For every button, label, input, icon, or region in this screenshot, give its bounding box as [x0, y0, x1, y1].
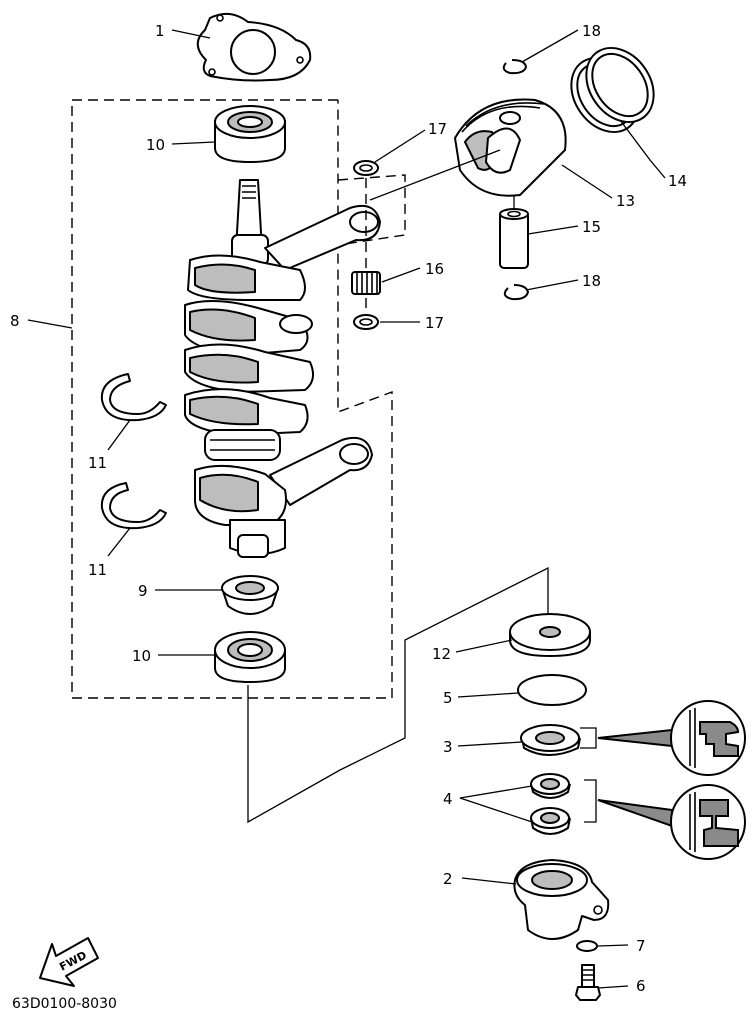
callout-17-lower: 17 [425, 314, 444, 332]
bolt-part-6 [575, 964, 601, 1001]
callout-10-lower: 10 [132, 647, 151, 665]
seal-detail-circle-3 [670, 700, 746, 776]
clip-part-18-lower [503, 284, 529, 301]
callout-7: 7 [636, 937, 646, 955]
callout-11-upper: 11 [88, 454, 107, 472]
detail-pointer-4 [597, 799, 673, 828]
callout-6: 6 [636, 977, 646, 995]
upper-bearing-part-10 [214, 105, 286, 163]
assembly-guide-piston [369, 149, 501, 201]
callout-4: 4 [443, 790, 453, 808]
assembly-frame [71, 99, 393, 699]
bracket-part-3 [580, 727, 597, 749]
washer-part-17-upper-hole [359, 164, 373, 172]
seal-detail-circle-4 [670, 784, 746, 860]
callout-18-lower: 18 [582, 272, 601, 290]
washer-part-7 [576, 940, 598, 952]
crankshaft-assembly-part-8 [184, 179, 381, 558]
callout-11-lower: 11 [88, 561, 107, 579]
callout-2: 2 [443, 870, 453, 888]
reference-line [247, 566, 549, 824]
callout-13: 13 [616, 192, 635, 210]
forward-arrow-icon: FWD [39, 937, 99, 987]
callout-18-upper: 18 [582, 22, 601, 40]
detail-pointer-3 [597, 728, 673, 748]
seal-part-9 [221, 575, 279, 615]
piston-rings-part-14 [570, 46, 655, 134]
callout-3: 3 [443, 738, 453, 756]
oil-seal-part-4-lower [530, 807, 571, 835]
washer-part-17-lower [353, 314, 379, 330]
lower-bearing-part-10 [214, 631, 286, 683]
diagram-code: 63D0100-8030 [12, 996, 117, 1012]
gasket-part-1 [196, 12, 312, 82]
piston-pin-part-15 [499, 195, 529, 269]
callout-9: 9 [138, 582, 148, 600]
oil-seal-part-3 [520, 724, 581, 756]
oil-seal-part-4-upper [530, 773, 571, 799]
callout-5: 5 [443, 689, 453, 707]
washer-plate-part-12 [509, 613, 591, 657]
washer-part-17-upper [353, 160, 379, 176]
callout-16: 16 [425, 260, 444, 278]
bracket-part-4 [584, 779, 597, 823]
callout-15: 15 [582, 218, 601, 236]
piston-part-13 [454, 98, 567, 197]
callout-8: 8 [10, 312, 20, 330]
callout-12: 12 [432, 645, 451, 663]
assembly-frame-tab [337, 174, 406, 246]
needle-bearing-part-16 [351, 271, 381, 295]
washer-part-17-lower-hole [359, 318, 373, 326]
leader-lines [27, 29, 666, 989]
snap-ring-part-11-upper [100, 373, 167, 422]
callout-17-upper: 17 [428, 120, 447, 138]
callout-10-upper: 10 [146, 136, 165, 154]
snap-ring-part-11-lower [100, 482, 167, 530]
callout-1: 1 [155, 22, 165, 40]
callout-14: 14 [668, 172, 687, 190]
housing-part-2 [513, 859, 610, 940]
o-ring-part-5 [517, 674, 587, 706]
